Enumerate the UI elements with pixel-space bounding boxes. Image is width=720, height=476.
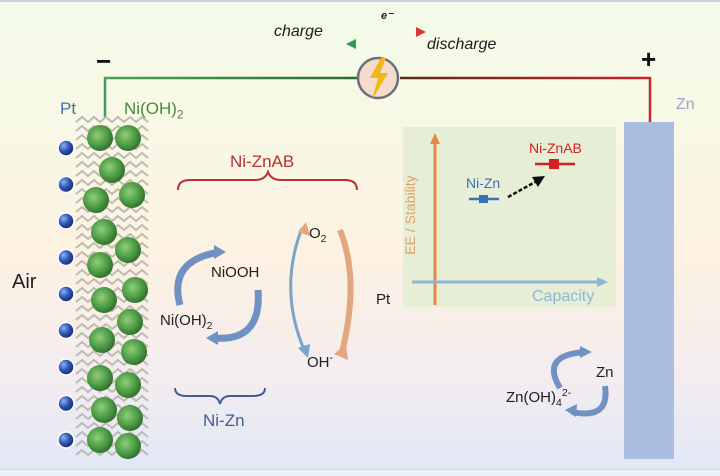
nickel-hydroxide-particle bbox=[91, 219, 117, 245]
mesh-fiber bbox=[75, 214, 149, 223]
pt-particle bbox=[57, 358, 75, 376]
improvement-arrow bbox=[507, 179, 538, 199]
zn-reaction-label: Zn bbox=[596, 364, 614, 381]
ni-zn-group-label: Ni-Zn bbox=[203, 411, 245, 430]
mesh-fiber bbox=[75, 142, 149, 151]
negative-terminal-sign: − bbox=[96, 46, 112, 76]
air-electrode bbox=[57, 115, 149, 459]
mesh-fiber bbox=[75, 205, 149, 214]
zinc-redox-cycle-arrows bbox=[550, 346, 609, 417]
pt-catalyst-label: Pt bbox=[376, 291, 391, 308]
nickel-hydroxide-particle bbox=[115, 372, 141, 398]
nickel-hydroxide-particle bbox=[115, 237, 141, 263]
oxygen-redox-cycle-arrows bbox=[289, 222, 354, 360]
ni-zn-brace bbox=[174, 387, 266, 405]
nickel-hydroxide-particle bbox=[87, 125, 113, 151]
nickel-hydroxide-particle bbox=[122, 277, 148, 303]
nickel-hydroxide-label: Ni(OH)2 bbox=[124, 99, 184, 122]
x-axis-label: Capacity bbox=[532, 288, 595, 305]
zn-electrode-label: Zn bbox=[676, 96, 695, 113]
mesh-fiber bbox=[75, 268, 149, 277]
nickel-hydroxide-particle bbox=[99, 157, 125, 183]
y-axis-label: EE / Stability bbox=[402, 175, 418, 255]
discharge-label: discharge bbox=[427, 36, 497, 53]
top-border bbox=[0, 0, 720, 2]
nickel-hydroxide-particle bbox=[115, 433, 141, 459]
ni-znab-brace bbox=[177, 169, 358, 191]
pt-particle bbox=[57, 212, 75, 230]
oxygen-label: O2 bbox=[309, 225, 327, 245]
ni-znab-group-label: Ni-ZnAB bbox=[230, 152, 295, 171]
y-axis-arrowhead bbox=[430, 133, 440, 144]
x-axis-arrowhead bbox=[597, 277, 608, 287]
mesh-fiber bbox=[75, 115, 149, 124]
charge-arrow bbox=[344, 27, 426, 37]
ni-zn-point bbox=[469, 195, 499, 203]
bottom-border bbox=[0, 469, 720, 476]
nickel-hydroxide-particle bbox=[91, 287, 117, 313]
positive-terminal-sign: + bbox=[641, 44, 657, 74]
nickel-hydroxide-particle bbox=[117, 309, 143, 335]
external-circuit-wire bbox=[103, 76, 652, 122]
nickel-redox-cycle-arrows bbox=[174, 245, 262, 345]
electron-label: e⁻ bbox=[381, 10, 393, 22]
lightning-bolt-icon bbox=[356, 56, 400, 100]
nickel-hydroxide-particle bbox=[87, 427, 113, 453]
zincate-label: Zn(OH)42- bbox=[506, 387, 572, 409]
discharge-arrow bbox=[346, 39, 426, 49]
mesh-fiber bbox=[75, 358, 149, 367]
pt-particle bbox=[57, 285, 75, 303]
hydroxide-label: OH- bbox=[307, 352, 333, 371]
ni-znab-point bbox=[535, 159, 575, 169]
nickel-hydroxide-particle bbox=[87, 365, 113, 391]
pt-label: Pt bbox=[60, 99, 77, 118]
nickel-hydroxide-particle bbox=[87, 252, 113, 278]
pt-particle bbox=[57, 321, 75, 340]
pt-particle bbox=[57, 394, 75, 413]
nickel-hydroxide-particle bbox=[89, 327, 115, 353]
charge-label: charge bbox=[274, 23, 323, 40]
nickel-hydroxide-particle bbox=[121, 339, 147, 365]
ni-znab-point-label: Ni-ZnAB bbox=[529, 140, 582, 156]
nickel-hydroxide-particle bbox=[119, 182, 145, 208]
pt-particle bbox=[57, 139, 75, 157]
air-label: Air bbox=[12, 271, 37, 293]
performance-inset-plot bbox=[403, 127, 616, 307]
zn-electrode bbox=[624, 122, 674, 459]
nickel-hydroxide-particle bbox=[91, 397, 117, 423]
nickel-hydroxide-particle bbox=[83, 187, 109, 213]
ni-zn-point-label: Ni-Zn bbox=[466, 175, 501, 191]
nickel-hydroxide-particle bbox=[115, 125, 141, 151]
pt-particle bbox=[57, 175, 75, 194]
pt-particle bbox=[57, 248, 75, 267]
nickel-hydroxide-particle bbox=[117, 405, 143, 431]
pt-particle bbox=[57, 431, 75, 449]
nickel-hydroxide-reaction-label: Ni(OH)2 bbox=[160, 312, 213, 332]
niooh-label: NiOOH bbox=[211, 264, 260, 281]
